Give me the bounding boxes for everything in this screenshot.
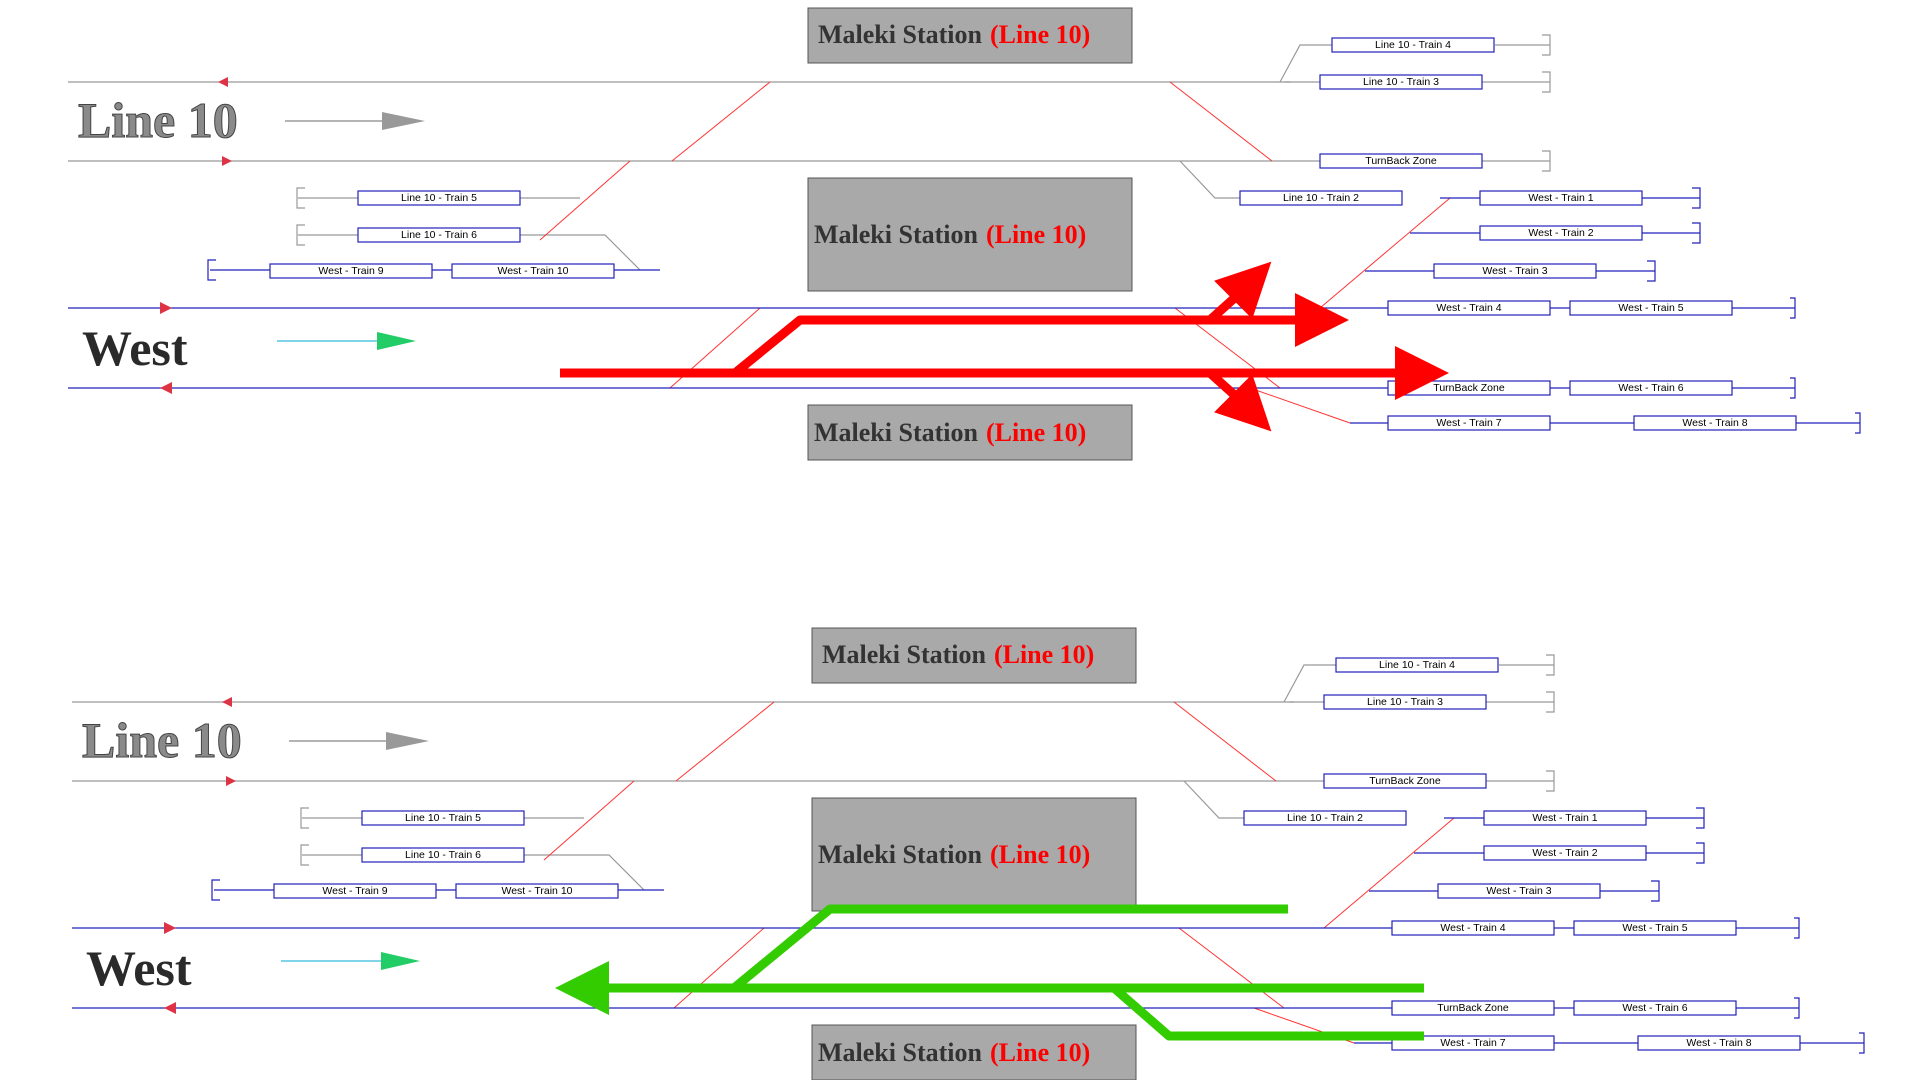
station-box-top: Maleki Station (Line 10)	[807, 7, 1133, 64]
buffer-stops-west	[207, 187, 1861, 434]
line10-t2-track	[1183, 780, 1249, 819]
west-label: West	[86, 940, 192, 996]
line10-direction-arrowhead	[382, 112, 425, 130]
station-box-bottom: Maleki Station (Line 10)	[807, 404, 1133, 461]
block-label: West - Train 9	[318, 265, 383, 277]
block-label: TurnBack Zone	[1365, 155, 1437, 167]
block-labels	[269, 37, 1797, 431]
block-label: West - Train 10	[498, 265, 569, 277]
block-label: Line 10 - Train 3	[1367, 696, 1443, 708]
block-label: West - Train 4	[1440, 922, 1505, 934]
station-box-top: Maleki Station (Line 10)	[811, 627, 1137, 684]
svg-text:Maleki Station(Line 10): Maleki Station (Line 10)	[818, 840, 1090, 869]
block-label: Line 10 - Train 6	[405, 849, 481, 861]
svg-text:Maleki Station(Line 10): Maleki Station (Line 10)	[822, 640, 1094, 669]
block-label: West - Train 6	[1622, 1002, 1687, 1014]
signal-marker	[160, 302, 172, 314]
block-label: Line 10 - Train 4	[1375, 39, 1451, 51]
block-label: West - Train 7	[1436, 417, 1501, 429]
block-label: West - Train 5	[1618, 302, 1683, 314]
station-name: Maleki Station	[818, 840, 982, 869]
block-label: West - Train 8	[1686, 1037, 1751, 1049]
block-label: West - Train 2	[1528, 227, 1593, 239]
crossovers	[543, 701, 1455, 1044]
station-line: (Line 10)	[994, 640, 1094, 669]
station-name: Maleki Station	[818, 20, 982, 49]
signal-marker	[164, 922, 176, 934]
station-line: (Line 10)	[986, 418, 1086, 447]
signal-marker	[164, 1002, 176, 1014]
station-line: (Line 10)	[990, 20, 1090, 49]
block-label: West - Train 1	[1528, 192, 1593, 204]
route-green	[555, 904, 1424, 1041]
svg-text:Maleki Station(Line 10): Maleki Station (Line 10)	[814, 418, 1086, 447]
block-label: West - Train 1	[1532, 812, 1597, 824]
block-label: West - Train 3	[1486, 885, 1551, 897]
station-box-bottom: Maleki Station (Line 10)	[811, 1024, 1137, 1080]
line10-branch-t4	[1283, 664, 1344, 703]
buffer-stops	[296, 34, 1551, 246]
route-red-branch-up	[732, 293, 1349, 377]
block-label: West - Train 8	[1682, 417, 1747, 429]
station-line: (Line 10)	[990, 840, 1090, 869]
line10-branch-t4	[1279, 44, 1340, 83]
buffer-stops	[300, 654, 1555, 866]
line10-t2-track	[1179, 160, 1245, 199]
signal-marker	[160, 382, 172, 394]
station-name: Maleki Station	[814, 418, 978, 447]
route-green-upper	[731, 904, 1288, 992]
station-line: (Line 10)	[986, 220, 1086, 249]
station-line: (Line 10)	[990, 1038, 1090, 1067]
block-label: West - Train 4	[1436, 302, 1501, 314]
route-red-diverge-up	[1206, 261, 1272, 324]
block-label: West - Train 6	[1618, 382, 1683, 394]
block-label: West - Train 2	[1532, 847, 1597, 859]
signal-marker	[222, 156, 232, 166]
signal-marker	[218, 77, 228, 87]
station-name: Maleki Station	[818, 1038, 982, 1067]
panel-bottom: Line 10	[72, 627, 1865, 1080]
line10-label: Line 10	[82, 712, 242, 768]
line10-label: Line 10	[78, 92, 238, 148]
block-label: Line 10 - Train 5	[405, 812, 481, 824]
block-label: TurnBack Zone	[1433, 382, 1505, 394]
route-red-diverge-down	[1206, 369, 1272, 432]
block-label: TurnBack Zone	[1437, 1002, 1509, 1014]
block-label: West - Train 3	[1482, 265, 1547, 277]
svg-text:Maleki Station(Line 10): Maleki Station (Line 10)	[818, 1038, 1090, 1067]
west-direction-arrowhead	[377, 332, 416, 350]
station-box-middle: Maleki Station (Line 10)	[807, 177, 1133, 292]
block-label: Line 10 - Train 4	[1379, 659, 1455, 671]
route-green-lower	[1111, 984, 1424, 1041]
block-label: West - Train 9	[322, 885, 387, 897]
block-labels	[273, 657, 1801, 1051]
block-texts: Line 10 - Train 4 Line 10 - Train 3 Turn…	[318, 39, 1747, 429]
block-label: Line 10 - Train 6	[401, 229, 477, 241]
station-box-middle: Maleki Station (Line 10)	[811, 797, 1137, 912]
block-label: Line 10 - Train 2	[1287, 812, 1363, 824]
station-name: Maleki Station	[822, 640, 986, 669]
svg-text:Maleki Station(Line 10): Maleki Station (Line 10)	[814, 220, 1086, 249]
block-label: West - Train 5	[1622, 922, 1687, 934]
svg-text:Maleki Station(Line 10): Maleki Station (Line 10)	[818, 20, 1090, 49]
line10-direction-arrowhead	[386, 732, 429, 750]
signal-marker	[222, 697, 232, 707]
block-label: Line 10 - Train 3	[1363, 76, 1439, 88]
route-red	[560, 261, 1449, 432]
panel-top: Line 10	[68, 7, 1861, 461]
buffer-stops-west	[211, 807, 1865, 1054]
signal-marker	[226, 776, 236, 786]
block-label: Line 10 - Train 5	[401, 192, 477, 204]
block-label: West - Train 7	[1440, 1037, 1505, 1049]
west-label: West	[82, 320, 188, 376]
west-direction-arrowhead	[381, 952, 420, 970]
block-label: TurnBack Zone	[1369, 775, 1441, 787]
station-name: Maleki Station	[814, 220, 978, 249]
block-texts: Line 10 - Train 4 Line 10 - Train 3 Turn…	[322, 659, 1751, 1049]
block-label: Line 10 - Train 2	[1283, 192, 1359, 204]
block-label: West - Train 10	[502, 885, 573, 897]
